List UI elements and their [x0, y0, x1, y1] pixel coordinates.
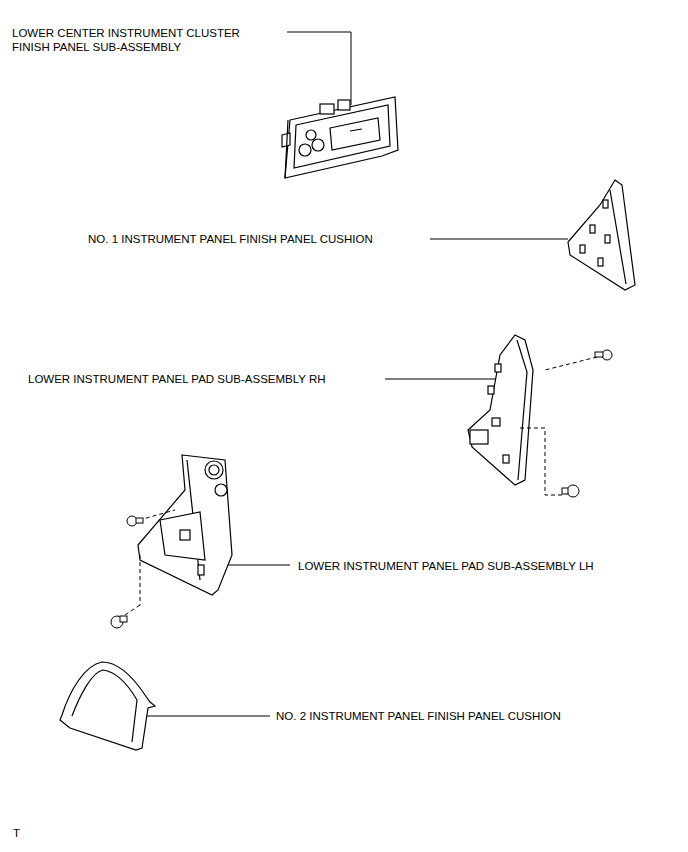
- no1-cushion: [568, 180, 635, 290]
- leader-line: [430, 239, 568, 240]
- leader-line: [287, 32, 351, 105]
- leader-line: [225, 565, 290, 566]
- part-name: LOWER INSTRUMENT PANEL PAD SUB-ASSEMBLY …: [28, 372, 368, 386]
- lh-pad: [138, 455, 232, 595]
- leader-line: [140, 716, 270, 717]
- leader-line: [385, 379, 503, 380]
- part-name: LOWER CENTER INSTRUMENT CLUSTER FINISH P…: [12, 26, 267, 54]
- part-name: NO. 2 INSTRUMENT PANEL FINISH PANEL CUSH…: [276, 709, 616, 723]
- part-name: NO. 1 INSTRUMENT PANEL FINISH PANEL CUSH…: [88, 232, 418, 246]
- no2-cushion: [60, 662, 155, 750]
- screw-and-clip: [520, 350, 612, 497]
- part-name: LOWER INSTRUMENT PANEL PAD SUB-ASSEMBLY …: [298, 559, 638, 573]
- rh-pad: [468, 335, 533, 485]
- center-finish-panel: [282, 97, 398, 178]
- page-mark: T: [13, 826, 43, 840]
- screw-and-clip: [111, 510, 175, 628]
